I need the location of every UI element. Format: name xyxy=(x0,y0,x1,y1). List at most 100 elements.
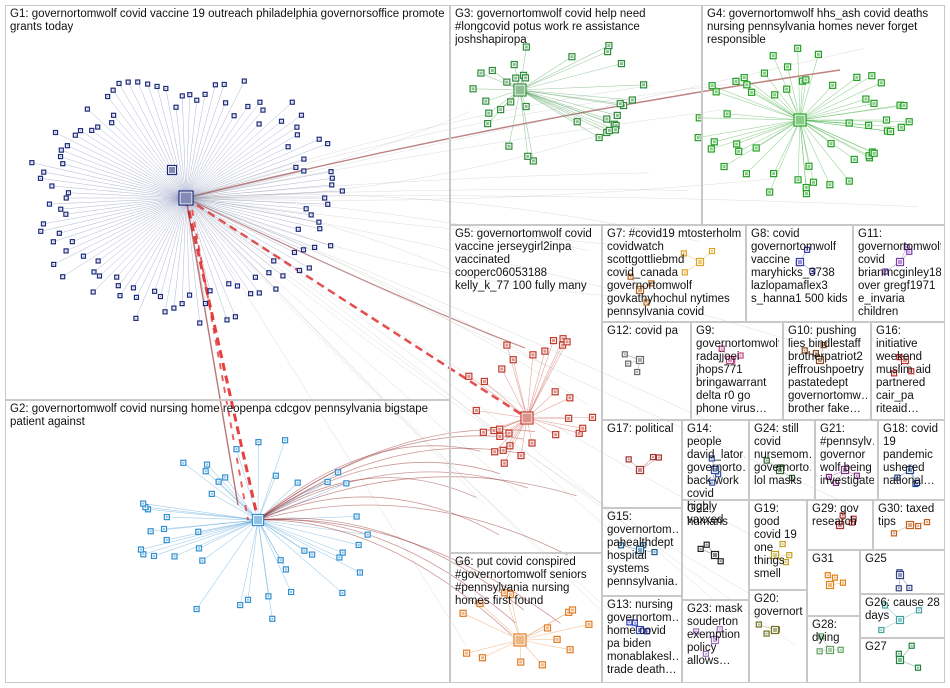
cluster-edge xyxy=(504,417,528,464)
network-node-avatar xyxy=(258,123,260,125)
cluster-edge xyxy=(116,197,187,278)
cluster-edge xyxy=(510,594,521,641)
cluster-edge xyxy=(799,79,807,121)
network-node-avatar xyxy=(173,307,175,309)
network-node-avatar xyxy=(833,576,836,579)
network-node-avatar xyxy=(86,108,88,110)
network-node-avatar xyxy=(872,151,876,155)
network-node-avatar xyxy=(841,581,844,584)
cluster-edge xyxy=(224,477,259,521)
network-node-avatar xyxy=(778,468,782,472)
network-node-avatar xyxy=(898,573,902,577)
node-layer xyxy=(29,41,931,671)
cluster-edge xyxy=(185,190,343,199)
network-node-avatar xyxy=(577,431,581,435)
network-node-avatar xyxy=(728,358,732,362)
cluster-edge xyxy=(67,145,187,199)
cluster-edge xyxy=(519,89,615,125)
cluster-edge xyxy=(185,84,216,199)
network-node-avatar xyxy=(235,448,238,451)
cluster-edge xyxy=(185,134,298,199)
group-panel-g14: G14: people david_lator… governorto… bac… xyxy=(682,420,749,526)
cluster-edge xyxy=(185,197,307,210)
network-node-avatar xyxy=(847,121,851,125)
network-node-avatar xyxy=(515,85,525,95)
cluster-edge xyxy=(196,519,259,610)
long-edge xyxy=(185,172,650,199)
network-node-avatar xyxy=(490,68,494,72)
network-node-avatar xyxy=(274,474,277,477)
cluster-edge xyxy=(118,197,187,286)
cluster-edge xyxy=(185,197,312,216)
network-node-avatar xyxy=(645,301,648,304)
cluster-edge xyxy=(185,197,260,294)
cluster-edge xyxy=(40,197,187,232)
cluster-edge xyxy=(185,197,284,277)
cluster-edge xyxy=(164,197,187,312)
network-node-avatar xyxy=(284,439,287,442)
network-node-avatar xyxy=(474,409,478,413)
network-node-avatar xyxy=(505,80,509,84)
group-label-g9: G9: governortomwolf radajjoei jhops771 b… xyxy=(696,325,779,415)
network-node-avatar xyxy=(51,185,53,187)
network-node-avatar xyxy=(553,390,557,394)
cluster-edge xyxy=(799,103,875,121)
cluster-edge xyxy=(185,197,236,317)
cluster-edge xyxy=(519,84,644,91)
network-node-avatar xyxy=(284,568,287,571)
network-node-avatar xyxy=(327,203,329,205)
long-edge xyxy=(185,197,552,368)
network-node-avatar xyxy=(341,591,344,594)
cluster-edge xyxy=(799,119,870,156)
network-node-avatar xyxy=(713,553,717,557)
network-node-avatar xyxy=(818,650,821,653)
cluster-edge xyxy=(526,417,593,419)
network-node-avatar xyxy=(217,480,220,483)
cluster-edge xyxy=(143,503,259,521)
network-node-avatar xyxy=(587,622,591,626)
network-node-avatar xyxy=(254,516,262,524)
network-node-avatar xyxy=(898,658,902,662)
network-node-avatar xyxy=(173,555,176,558)
cluster-edge xyxy=(185,197,238,287)
network-node-avatar xyxy=(308,267,310,269)
group-panel-g7: G7: #covid19 mtosterholm covidwatch scot… xyxy=(602,225,746,322)
network-node-avatar xyxy=(898,103,902,107)
cluster-edge xyxy=(799,119,869,126)
network-node-avatar xyxy=(291,101,293,103)
cluster-edge xyxy=(799,119,850,124)
network-node-avatar xyxy=(567,610,571,614)
network-node-avatar xyxy=(568,396,572,400)
cluster-edge xyxy=(205,471,259,521)
network-node-avatar xyxy=(189,94,191,96)
network-node-avatar xyxy=(710,457,713,460)
network-node-avatar xyxy=(481,430,485,434)
network-node-avatar xyxy=(341,190,343,192)
network-node-avatar xyxy=(515,635,525,645)
network-node-avatar xyxy=(318,221,320,223)
cluster-edge xyxy=(127,81,187,199)
network-node-avatar xyxy=(279,559,282,562)
cluster-edge xyxy=(799,119,910,123)
long-edge xyxy=(185,197,485,505)
network-node-avatar xyxy=(864,97,868,101)
network-node-avatar xyxy=(107,96,109,98)
network-node-avatar xyxy=(254,276,256,278)
cluster-edge xyxy=(257,519,343,553)
network-node-avatar xyxy=(795,115,805,125)
network-node-avatar xyxy=(713,468,717,472)
cluster-edge xyxy=(257,519,343,594)
cluster-edge xyxy=(799,82,882,121)
cluster-edge xyxy=(43,171,187,199)
network-node-avatar xyxy=(204,93,206,95)
network-node-avatar xyxy=(619,544,622,547)
network-node-avatar xyxy=(555,637,559,641)
cluster-edge xyxy=(526,341,568,419)
network-node-avatar xyxy=(570,55,574,59)
cluster-edge xyxy=(257,483,347,521)
network-node-avatar xyxy=(735,142,739,146)
cluster-edge xyxy=(257,482,298,521)
cluster-edge xyxy=(519,89,534,161)
cluster-edge xyxy=(257,440,286,521)
cluster-edge xyxy=(797,48,801,121)
